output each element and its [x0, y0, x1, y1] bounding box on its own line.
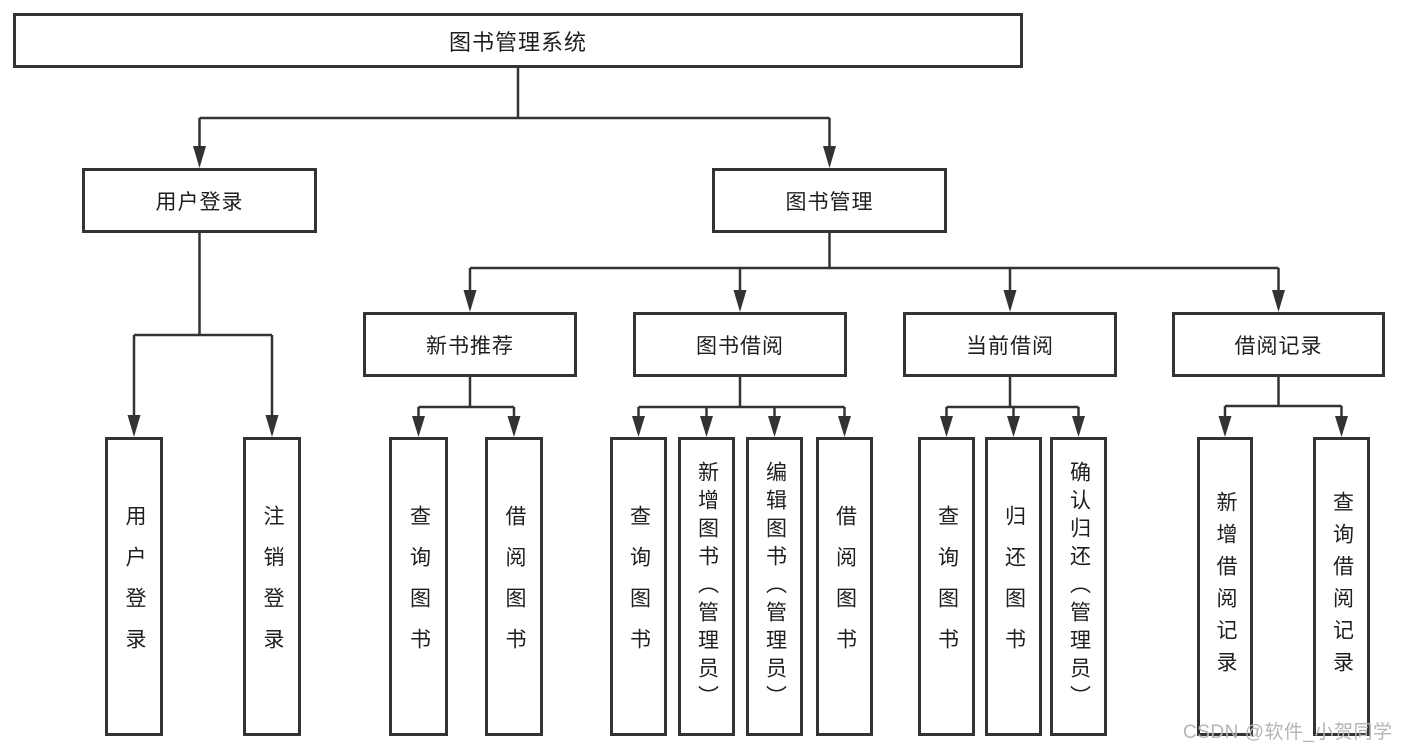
leaf-borrow-books: 借阅图书 [816, 437, 873, 736]
arrowhead-icon [940, 416, 953, 437]
arrowhead-icon [193, 146, 206, 168]
node-label: 图书借阅 [696, 334, 784, 358]
node-label: 图书管理 [785, 190, 874, 214]
leaf-edit-books-admin: 编辑图书（管理员） [746, 437, 803, 736]
leaf-query-books-borrow: 查询图书 [610, 437, 667, 736]
node-root-library-system: 图书管理系统 [13, 13, 1023, 68]
node-label: 查询借阅记录 [1330, 490, 1354, 683]
node-label: 确认归还（管理员） [1067, 460, 1091, 713]
arrowhead-icon [1007, 416, 1020, 437]
arrowheads-group [127, 146, 1348, 437]
node-label: 借阅记录 [1234, 334, 1323, 358]
leaf-borrow-books-recommend: 借阅图书 [485, 437, 543, 736]
node-label: 归还图书 [1002, 504, 1026, 669]
node-label: 当前借阅 [966, 334, 1054, 358]
arrowhead-icon [768, 416, 781, 437]
node-label: 借阅图书 [503, 504, 526, 669]
arrowhead-icon [127, 415, 141, 437]
node-new-book-recommend: 新书推荐 [363, 312, 577, 377]
arrowhead-icon [838, 416, 851, 437]
node-label: 新书推荐 [426, 334, 514, 358]
leaf-return-books: 归还图书 [985, 437, 1042, 736]
csdn-watermark: CSDN @软件_小贺同学 [1183, 722, 1393, 743]
leaf-confirm-return-admin: 确认归还（管理员） [1050, 437, 1107, 736]
node-label: 借阅图书 [833, 504, 857, 669]
arrowhead-icon [823, 146, 836, 168]
arrowhead-icon [265, 415, 279, 437]
arrowhead-icon [1335, 416, 1348, 437]
arrowhead-icon [1003, 290, 1017, 312]
arrowhead-icon [463, 290, 477, 312]
arrowhead-icon [700, 416, 713, 437]
leaf-add-books-admin: 新增图书（管理员） [678, 437, 735, 736]
arrowhead-icon [412, 416, 425, 437]
arrowhead-icon [1218, 416, 1232, 437]
arrowhead-icon [632, 416, 645, 437]
arrowhead-icon [733, 290, 747, 312]
node-book-management: 图书管理 [712, 168, 947, 233]
node-user-login: 用户登录 [82, 168, 317, 233]
node-label: 查询图书 [935, 504, 959, 669]
node-label: 新增借阅记录 [1214, 490, 1237, 683]
node-label: 图书管理系统 [448, 29, 587, 55]
node-label: 查询图书 [627, 504, 651, 669]
leaf-add-borrow-record: 新增借阅记录 [1197, 437, 1253, 736]
node-book-borrow: 图书借阅 [633, 312, 847, 377]
arrowhead-icon [507, 416, 521, 437]
node-label: 新增图书（管理员） [695, 460, 719, 713]
leaf-user-login: 用户登录 [105, 437, 163, 736]
node-label: 用户登录 [155, 190, 244, 214]
node-label: 用户登录 [123, 504, 146, 669]
leaf-logout: 注销登录 [243, 437, 301, 736]
node-label: 查询图书 [407, 504, 431, 669]
leaf-query-books-current: 查询图书 [918, 437, 975, 736]
node-label: 编辑图书（管理员） [763, 460, 787, 713]
node-label: 注销登录 [261, 504, 284, 669]
node-borrow-record: 借阅记录 [1172, 312, 1385, 377]
leaf-query-books-recommend: 查询图书 [389, 437, 448, 736]
leaf-query-borrow-record: 查询借阅记录 [1313, 437, 1370, 736]
node-current-borrow: 当前借阅 [903, 312, 1117, 377]
arrowhead-icon [1072, 416, 1085, 437]
arrowhead-icon [1272, 290, 1285, 312]
